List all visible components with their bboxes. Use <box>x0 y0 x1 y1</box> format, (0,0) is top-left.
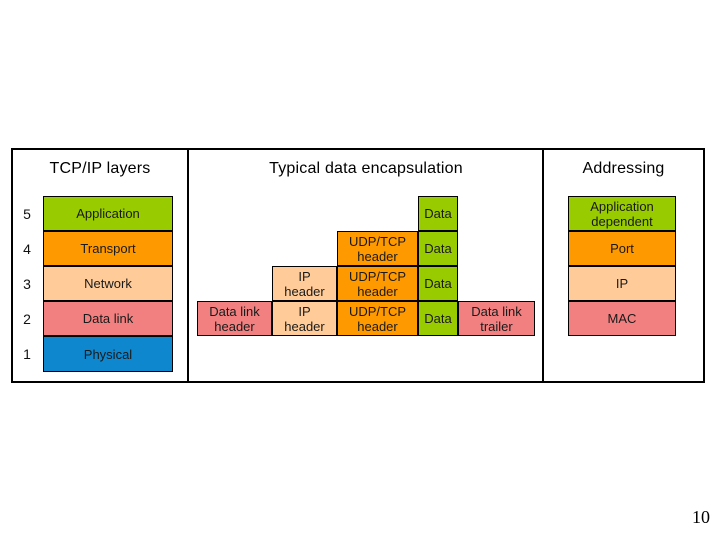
data-box-row4: Data <box>418 301 458 336</box>
tcpip-panel-title: TCP/IP layers <box>49 160 151 177</box>
udp-tcp-header-label: UDP/TCP header <box>348 303 407 334</box>
layer-box-network: Network <box>43 266 173 301</box>
addressing-box-application-dependent: Application dependent <box>568 196 676 231</box>
udp-tcp-header-label: UDP/TCP header <box>348 233 407 264</box>
layer-box-application: Application <box>43 196 173 231</box>
data-label: Data <box>424 241 452 256</box>
udp-tcp-header-box-row4: UDP/TCP header <box>337 301 418 336</box>
addressing-box-ip: IP <box>568 266 676 301</box>
ip-header-label: IP header <box>284 303 325 334</box>
udp-tcp-header-label: UDP/TCP header <box>348 268 407 299</box>
data-link-header-label: Data link header <box>209 303 260 334</box>
data-box-row3: Data <box>418 266 458 301</box>
layer-label-transport: Transport <box>80 241 136 256</box>
addressing-label-ip: IP <box>615 276 629 291</box>
layer-label-datalink: Data link <box>82 311 134 326</box>
layer-number-5: 5 <box>23 205 31 222</box>
layer-box-physical: Physical <box>43 336 173 372</box>
addressing-label-mac: MAC <box>607 311 637 326</box>
panel-divider-left <box>187 148 189 383</box>
page-number: 10 <box>692 507 710 527</box>
addressing-box-mac: MAC <box>568 301 676 336</box>
data-link-trailer-box: Data link trailer <box>458 301 535 336</box>
encapsulation-panel-title: Typical data encapsulation <box>269 160 463 177</box>
layer-box-transport: Transport <box>43 231 173 266</box>
data-label: Data <box>424 311 452 326</box>
layer-label-application: Application <box>76 206 140 221</box>
layer-box-datalink: Data link <box>43 301 173 336</box>
addressing-label-application-dependent: Application dependent <box>590 198 654 229</box>
layer-number-1: 1 <box>23 346 31 362</box>
layer-number-2: 2 <box>23 310 31 327</box>
ip-header-box-row3: IP header <box>272 266 337 301</box>
ip-header-box-row4: IP header <box>272 301 337 336</box>
data-link-trailer-label: Data link trailer <box>471 303 522 334</box>
data-link-header-box: Data link header <box>197 301 272 336</box>
data-box-row1: Data <box>418 196 458 231</box>
udp-tcp-header-box-row2: UDP/TCP header <box>337 231 418 266</box>
addressing-label-port: Port <box>610 241 634 256</box>
data-label: Data <box>424 206 452 221</box>
panel-divider-right <box>542 148 544 383</box>
layer-number-3: 3 <box>23 275 31 292</box>
layer-label-network: Network <box>84 276 132 291</box>
layer-label-physical: Physical <box>83 346 133 362</box>
data-box-row2: Data <box>418 231 458 266</box>
addressing-box-port: Port <box>568 231 676 266</box>
layer-number-4: 4 <box>23 240 31 257</box>
data-label: Data <box>424 276 452 291</box>
ip-header-label: IP header <box>284 268 325 299</box>
udp-tcp-header-box-row3: UDP/TCP header <box>337 266 418 301</box>
addressing-panel-title: Addressing <box>582 160 665 177</box>
